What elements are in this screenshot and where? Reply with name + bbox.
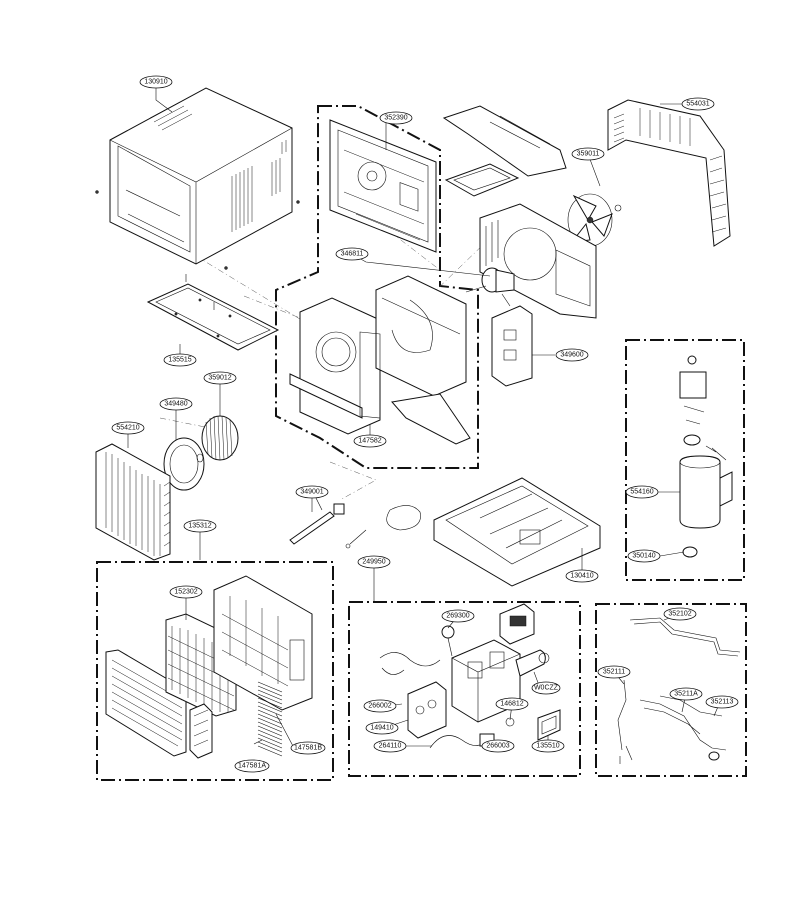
svg-text:269300: 269300: [446, 613, 469, 620]
part-label-352113: 352113: [705, 695, 739, 709]
svg-text:264110: 264110: [379, 743, 402, 750]
switch-panel: [407, 681, 447, 739]
evaporator-coil: [95, 443, 171, 561]
part-label-w0czz: W0CZZ: [531, 681, 561, 695]
svg-text:352113: 352113: [711, 699, 734, 706]
part-label-135510: 135510: [531, 739, 565, 753]
svg-text:147581A: 147581A: [238, 763, 266, 770]
part-label-352390: 352390: [379, 111, 413, 125]
svg-text:554210: 554210: [116, 425, 139, 432]
svg-text:352102: 352102: [668, 611, 691, 618]
part-label-350140: 350140: [627, 549, 661, 563]
part-label-135515: 135515: [163, 353, 197, 367]
svg-text:130410: 130410: [570, 573, 593, 580]
part-label-35211a: 35211A: [669, 687, 703, 701]
part-label-349600: 349600: [555, 348, 589, 362]
part-label-352111: 352111: [597, 665, 631, 679]
svg-text:352390: 352390: [384, 115, 407, 122]
assembly-lines: [159, 223, 489, 501]
svg-text:359012: 359012: [208, 375, 231, 382]
part-label-249950: 249950: [357, 555, 391, 569]
part-label-266002: 266002: [363, 699, 397, 713]
fan-motor: [465, 267, 515, 307]
part-label-146812: 146812: [495, 697, 529, 711]
compressor: [679, 355, 733, 558]
part-label-135312: 135312: [183, 519, 217, 533]
svg-text:W0CZZ: W0CZZ: [534, 685, 559, 692]
part-label-130410: 130410: [565, 569, 599, 583]
part-label-266003: 266003: [481, 739, 515, 753]
svg-text:152302: 152302: [174, 589, 197, 596]
group-box-control: [348, 601, 581, 777]
fan-shroud: [479, 203, 597, 319]
svg-text:35211A: 35211A: [674, 691, 698, 698]
part-label-264110: 264110: [373, 739, 407, 753]
svg-text:147582: 147582: [358, 438, 381, 445]
rear-panel: [329, 119, 437, 253]
sensor-wire: [345, 505, 421, 549]
part-label-554210: 554210: [111, 421, 145, 435]
front-grille: [105, 649, 187, 757]
part-label-147582: 147582: [353, 434, 387, 448]
motor-bracket: [491, 305, 533, 387]
shroud-top: [442, 105, 567, 197]
base-pan: [433, 477, 601, 587]
part-label-346811: 346811: [335, 247, 369, 261]
part-label-269300: 269300: [441, 609, 475, 623]
capacitor: [515, 649, 550, 677]
part-label-147581b: 147581B: [290, 741, 326, 755]
condenser-coil: [607, 99, 731, 247]
svg-text:130910: 130910: [144, 79, 167, 86]
svg-text:135515: 135515: [168, 357, 191, 364]
part-label-359011: 359011: [571, 147, 605, 161]
part-label-554160: 554160: [625, 485, 659, 499]
thermistor: [289, 493, 345, 545]
svg-text:149410: 149410: [370, 725, 393, 732]
louver-set: [189, 681, 283, 759]
pcb-display: [499, 603, 535, 645]
front-panel: [213, 575, 313, 711]
outer-case: [95, 87, 300, 270]
svg-text:349600: 349600: [560, 352, 583, 359]
group-box-compressor: [625, 339, 745, 581]
svg-text:350140: 350140: [632, 553, 655, 560]
part-label-349480: 349480: [159, 397, 193, 411]
svg-text:266003: 266003: [486, 743, 509, 750]
part-label-554031: 554031: [681, 97, 715, 111]
refrigerant-piping: [617, 617, 741, 764]
group-box-front-housing: [275, 105, 479, 469]
svg-text:349001: 349001: [300, 489, 323, 496]
part-label-359012: 359012: [203, 371, 237, 385]
svg-text:352111: 352111: [603, 669, 625, 676]
svg-text:346811: 346811: [341, 251, 364, 258]
svg-text:135312: 135312: [188, 523, 211, 530]
evaporator-housing: [289, 275, 471, 445]
part-label-152302: 152302: [169, 585, 203, 599]
svg-text:135510: 135510: [536, 743, 559, 750]
svg-text:359011: 359011: [577, 151, 600, 158]
part-label-147581a: 147581A: [234, 759, 270, 773]
svg-text:147581B: 147581B: [294, 745, 322, 752]
part-label-130910: 130910: [139, 75, 173, 89]
control-cover: [537, 709, 561, 741]
svg-text:249950: 249950: [362, 559, 385, 566]
blower-wheel: [196, 415, 239, 463]
svg-text:146812: 146812: [500, 701, 523, 708]
svg-text:554160: 554160: [630, 489, 653, 496]
part-label-352102: 352102: [663, 607, 697, 621]
svg-text:266002: 266002: [368, 703, 391, 710]
part-label-149410: 149410: [365, 721, 399, 735]
svg-text:349480: 349480: [164, 401, 187, 408]
part-label-349001: 349001: [295, 485, 329, 499]
svg-text:554031: 554031: [686, 101, 709, 108]
group-box-piping: [595, 603, 747, 777]
base-plate: [146, 274, 280, 351]
blower-orifice: [163, 437, 205, 491]
group-box-front-grille: [96, 561, 334, 781]
